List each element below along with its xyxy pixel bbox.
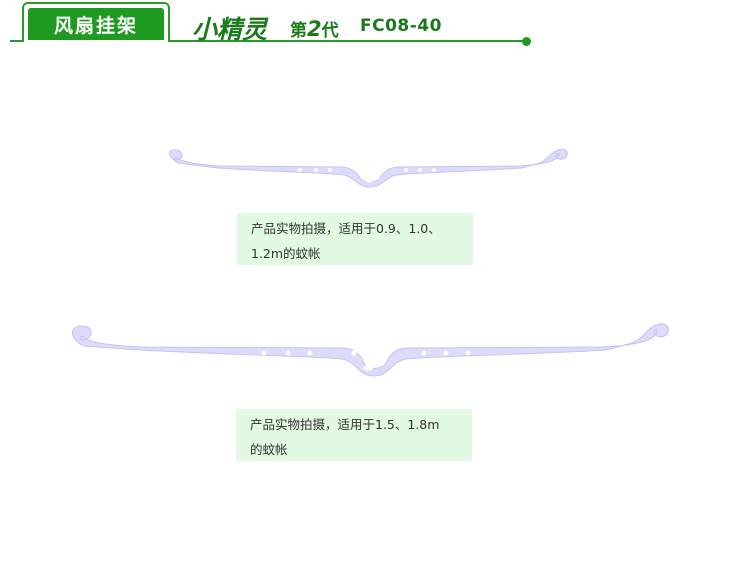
page-header: 风扇挂架 小精灵 第2代 FC08-40 xyxy=(0,0,740,52)
generation-label: 第2代 xyxy=(290,16,339,41)
caption-1-line-1: 产品实物拍摄，适用于0.9、1.0、 xyxy=(251,221,441,236)
generation-prefix: 第 xyxy=(290,21,307,41)
model-number: FC08-40 xyxy=(360,16,442,36)
generation-number: 2 xyxy=(307,17,322,41)
brand-name: 小精灵 xyxy=(192,15,268,44)
product-caption-1: 产品实物拍摄，适用于0.9、1.0、 1.2m的蚊帐 xyxy=(237,213,473,265)
hanger-small-holes xyxy=(298,168,436,183)
product-image-small-hanger xyxy=(169,148,568,188)
caption-2-line-1: 产品实物拍摄，适用于1.5、1.8m xyxy=(250,417,440,432)
header-rule-left xyxy=(10,40,24,42)
caption-2-line-2: 的蚊帐 xyxy=(250,442,288,457)
hanger-large-holes xyxy=(261,350,471,371)
category-tab-label: 风扇挂架 xyxy=(28,8,164,40)
generation-suffix: 代 xyxy=(321,21,339,41)
product-image-large-hanger xyxy=(72,323,670,377)
caption-1-line-2: 1.2m的蚊帐 xyxy=(251,246,321,261)
header-rule-dot xyxy=(522,37,531,46)
product-caption-2: 产品实物拍摄，适用于1.5、1.8m 的蚊帐 xyxy=(236,409,472,461)
header-rule-right xyxy=(168,40,526,42)
hanger-small-shape xyxy=(169,148,568,188)
category-tab[interactable]: 风扇挂架 xyxy=(22,2,170,40)
hanger-large-shape xyxy=(72,323,670,377)
